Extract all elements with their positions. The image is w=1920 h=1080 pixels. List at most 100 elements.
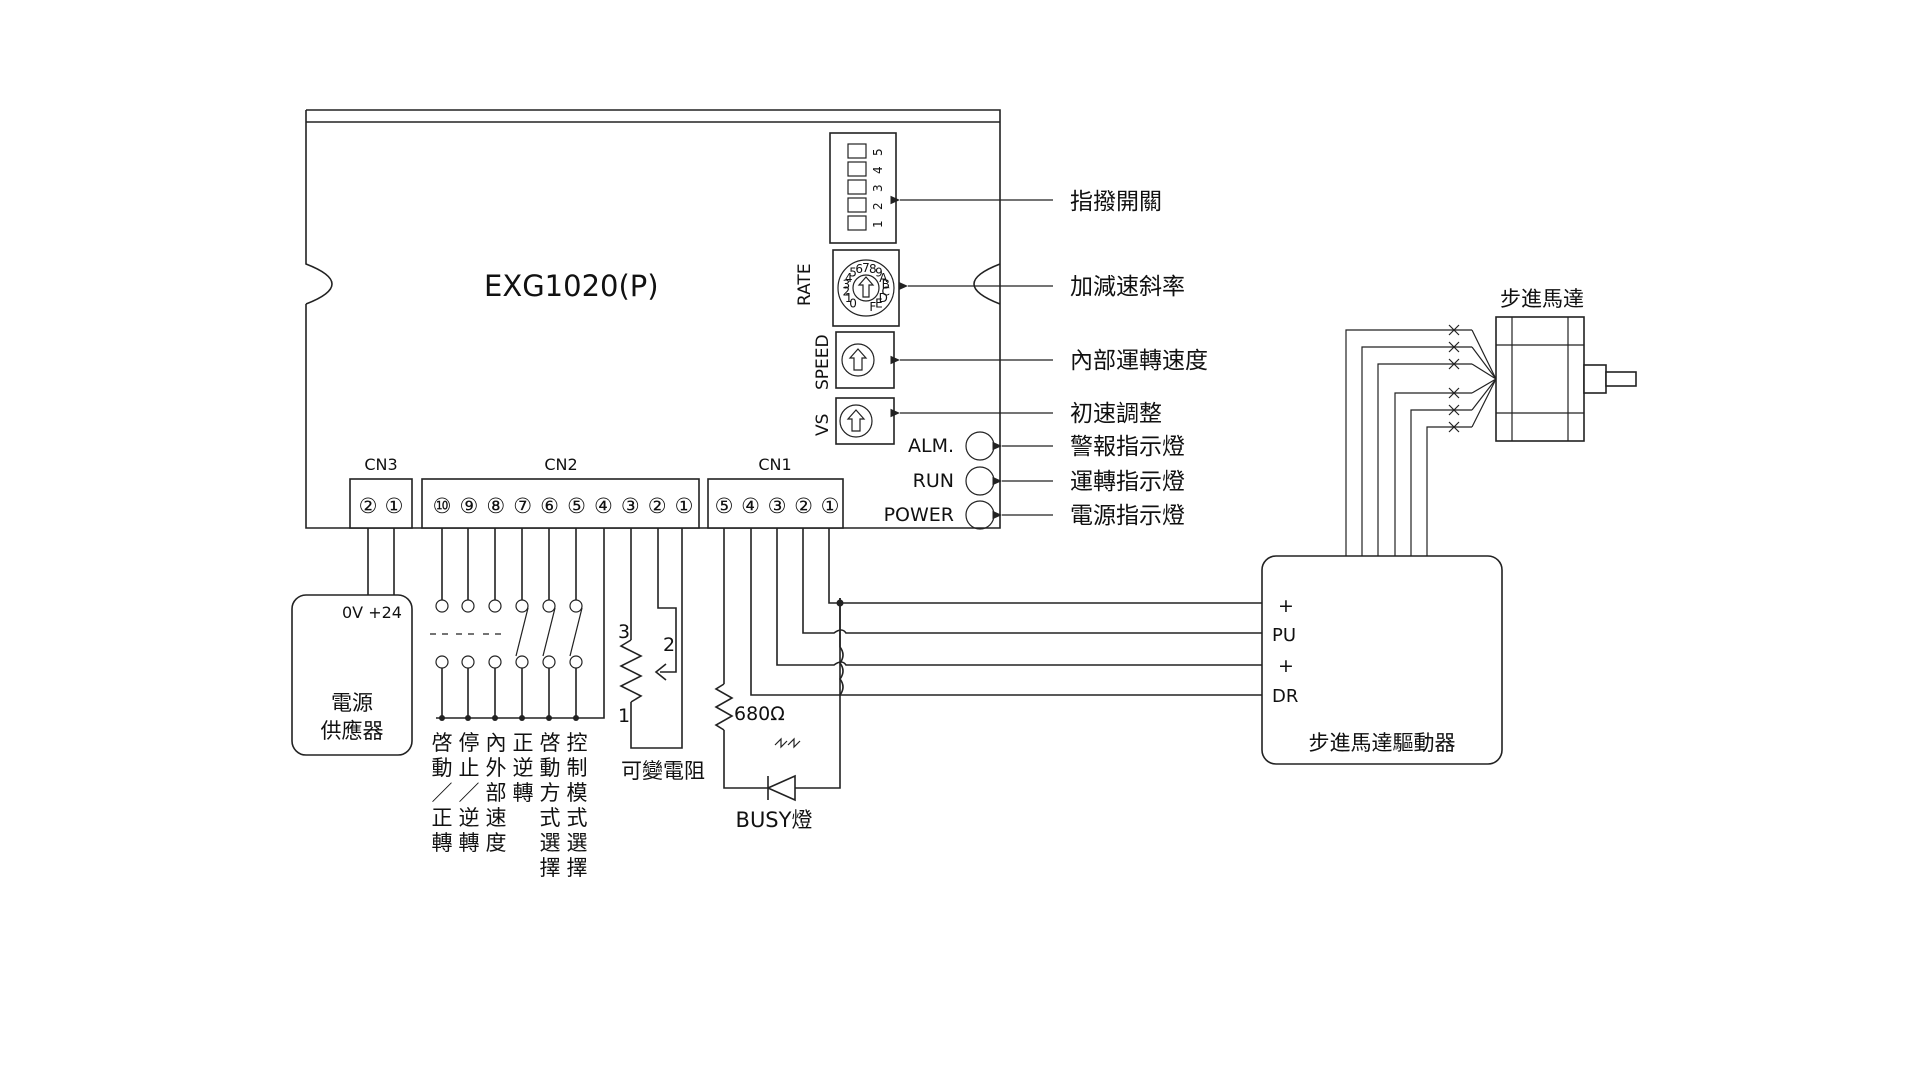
power-supply-title-1: 電源 xyxy=(331,691,373,715)
cn2-function-char: 止 xyxy=(459,756,480,780)
cn3-pin-1: ① xyxy=(385,494,404,518)
rate-dial-char: B xyxy=(882,278,890,292)
junction-dot xyxy=(573,715,579,721)
cn2-function-char: 部 xyxy=(486,781,507,805)
switch-contact xyxy=(515,599,529,613)
rate-callout: 加減速斜率 xyxy=(1070,274,1185,300)
dip-cell xyxy=(847,143,867,159)
dip-number: 5 xyxy=(871,148,885,156)
rate-dial-char: 1 xyxy=(845,291,853,305)
indicator-leds: ALM. RUN POWER xyxy=(884,431,995,530)
switch-contact xyxy=(569,655,583,669)
connector-cn3: CN3 ② ① xyxy=(349,455,413,529)
junction-dot xyxy=(546,715,552,721)
switch-contact xyxy=(435,655,449,669)
run-led xyxy=(965,466,995,496)
junction-dot xyxy=(519,715,525,721)
toggle-switch-blade xyxy=(542,607,556,657)
cn2-function-char: 選 xyxy=(567,831,588,855)
wire-cross-mark xyxy=(1448,324,1460,336)
pot-pin-1: 1 xyxy=(618,705,630,727)
cn2-function-char: 正 xyxy=(432,806,453,830)
cn2-function-char: 式 xyxy=(540,806,561,830)
switch-contact xyxy=(542,655,556,669)
wire-cross-mark xyxy=(1448,404,1460,416)
wire-cross-mark xyxy=(1448,421,1460,433)
power-supply-terminals: 0V +24 xyxy=(342,603,402,622)
cn3-label: CN3 xyxy=(364,455,397,474)
junction-dot xyxy=(465,715,471,721)
rate-dial-char: 2 xyxy=(842,285,850,299)
driver-dr: DR xyxy=(1272,686,1298,707)
motor-lead xyxy=(1377,363,1454,556)
toggle-switch-blade xyxy=(515,607,529,657)
cn2-function-char: 擇 xyxy=(540,856,561,880)
cn1-pin: ② xyxy=(794,494,813,518)
driver-pu: PU xyxy=(1272,625,1296,646)
motor-lead-fan xyxy=(1471,346,1497,380)
power-label: POWER xyxy=(884,504,954,526)
cn1-wiring: 680Ω BUSY燈 xyxy=(714,528,1262,832)
cn2-pin: ① xyxy=(675,494,694,518)
motor-title: 步進馬達 xyxy=(1500,287,1584,311)
dip-number: 4 xyxy=(871,166,885,174)
potentiometer: 3 2 1 可變電阻 xyxy=(618,528,705,783)
cn2-function-char: 制 xyxy=(567,756,588,780)
speed-callout: 內部運轉速度 xyxy=(1070,348,1208,374)
switch-contact xyxy=(569,599,583,613)
cn2-pin: ⑧ xyxy=(486,494,505,518)
cn2-pin: ⑤ xyxy=(567,494,586,518)
rate-dial-char: E xyxy=(875,296,883,310)
switch-contact xyxy=(461,655,475,669)
cn2-function-char: 內 xyxy=(486,731,507,755)
busy-resistor-label: 680Ω xyxy=(734,703,785,725)
rate-dial-char: 4 xyxy=(845,271,853,285)
motor-lead-fan xyxy=(1471,329,1497,380)
rate-label: RATE xyxy=(795,263,815,306)
cn2-pin: ④ xyxy=(594,494,613,518)
cn2-function-char: 模 xyxy=(567,781,588,805)
power-supply-title-2: 供應器 xyxy=(321,719,384,743)
stepper-motor: 步進馬達 xyxy=(1345,287,1637,556)
cn2-function-char: 方 xyxy=(540,781,561,805)
dip-number: 1 xyxy=(871,220,885,228)
junction-dot xyxy=(439,715,445,721)
alarm-indicator-callout: 警報指示燈 xyxy=(1070,434,1185,460)
cn2-function-char: 正 xyxy=(513,731,534,755)
switch-contact xyxy=(542,599,556,613)
rate-dial-char: F xyxy=(869,300,876,314)
rate-dial-char: 5 xyxy=(849,266,857,280)
motor-lead-fan xyxy=(1471,378,1497,411)
cn2-function-char: 式 xyxy=(567,806,588,830)
wire-cross-mark xyxy=(1448,358,1460,370)
dip-number: 2 xyxy=(871,202,885,210)
dip-cell xyxy=(847,215,867,231)
driver-plus-1: + xyxy=(1278,595,1294,617)
dip-cell xyxy=(847,161,867,177)
cn3-pin-2: ② xyxy=(359,494,378,518)
rate-dial-char: 9 xyxy=(875,266,883,280)
cn2-label: CN2 xyxy=(544,455,577,474)
cn2-function-char: 速 xyxy=(486,806,507,830)
cn2-function-char: 停 xyxy=(459,731,480,755)
driver-title: 步進馬達驅動器 xyxy=(1309,731,1456,755)
rate-dial-char: 0 xyxy=(849,296,857,310)
cn2-function-char: 轉 xyxy=(513,781,534,805)
cn1-pin: ④ xyxy=(741,494,760,518)
dip-number: 3 xyxy=(871,184,885,192)
cn2-function-char: 動 xyxy=(432,756,453,780)
alm-label: ALM. xyxy=(908,435,954,457)
cn2-function-char: 啓 xyxy=(432,731,453,755)
dip-cell xyxy=(847,197,867,213)
rate-dial-char: D xyxy=(879,291,888,305)
cn2-pin: ⑨ xyxy=(459,494,478,518)
stepper-driver: + PU + DR 步進馬達驅動器 xyxy=(1261,555,1503,765)
run-label: RUN xyxy=(913,470,954,492)
cn2-function-char: 逆 xyxy=(459,806,480,830)
cn2-function-char: 度 xyxy=(486,831,507,855)
